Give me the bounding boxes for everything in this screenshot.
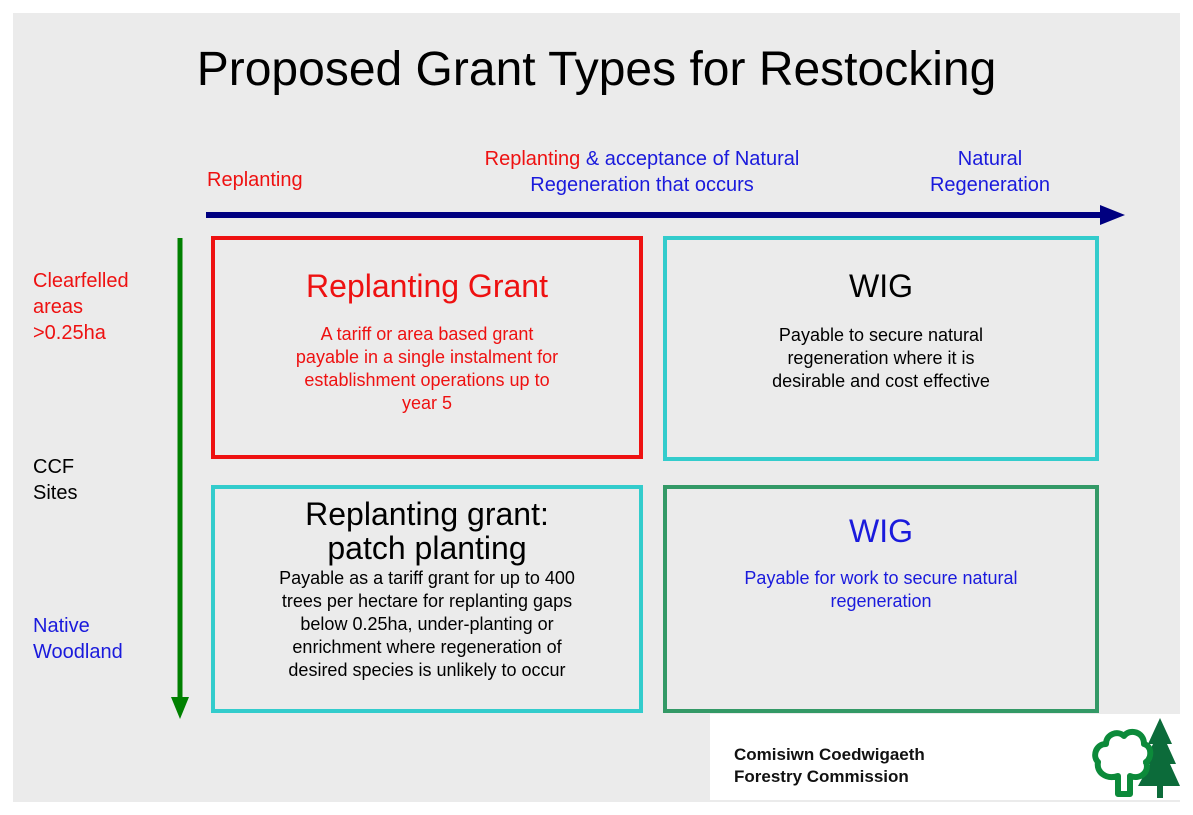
axis-label-mixed-line2: Regeneration that occurs bbox=[530, 174, 754, 196]
row-label-ccf-line2: Sites bbox=[33, 482, 78, 504]
wig-top-text-line3: desirable and cost effective bbox=[772, 371, 990, 391]
axis-label-natural: Natural Regeneration bbox=[900, 146, 1080, 198]
row-label-clearfelled-line3: >0.25ha bbox=[33, 322, 106, 344]
horizontal-arrow-icon bbox=[206, 205, 1125, 225]
replanting-grant-text-line4: year 5 bbox=[401, 393, 453, 413]
patch-planting-title: Replanting grant: patch planting bbox=[215, 497, 639, 565]
patch-planting-box: Replanting grant: patch planting Payable… bbox=[211, 485, 643, 713]
slide-background bbox=[13, 13, 1180, 802]
wig-top-box: WIG Payable to secure natural regenerati… bbox=[663, 236, 1099, 461]
forestry-commission-logo: Comisiwn Coedwigaeth Forestry Commission bbox=[710, 714, 1190, 800]
wig-bottom-text-line2: regeneration bbox=[830, 591, 932, 611]
replanting-grant-text-line3: establishment operations up to bbox=[304, 370, 550, 390]
tree-logo-icon bbox=[1092, 718, 1180, 798]
row-label-native-line1: Native bbox=[33, 615, 90, 637]
wig-top-title: WIG bbox=[849, 268, 913, 304]
row-label-ccf-line1: CCF bbox=[33, 456, 75, 478]
vertical-arrow-icon bbox=[171, 238, 189, 719]
row-label-clearfelled: Clearfelled areas >0.25ha bbox=[33, 268, 129, 346]
patch-planting-text-line3: below 0.25ha, under-planting or bbox=[300, 614, 554, 634]
wig-bottom-text: Payable for work to secure natural regen… bbox=[667, 567, 1095, 613]
logo-text: Comisiwn Coedwigaeth Forestry Commission bbox=[734, 744, 925, 788]
row-label-clearfelled-line1: Clearfelled bbox=[33, 270, 129, 292]
logo-text-welsh: Comisiwn Coedwigaeth bbox=[734, 745, 925, 764]
row-label-native: Native Woodland bbox=[33, 613, 123, 665]
axis-label-mixed-blue: & acceptance of Natural bbox=[580, 148, 800, 170]
wig-top-text: Payable to secure natural regeneration w… bbox=[667, 324, 1095, 393]
page-title: Proposed Grant Types for Restocking bbox=[196, 43, 997, 96]
wig-bottom-text-line1: Payable for work to secure natural bbox=[744, 568, 1018, 588]
wig-top-text-line2: regeneration where it is bbox=[787, 348, 975, 368]
wig-bottom-title: WIG bbox=[849, 513, 913, 549]
patch-planting-text-line5: desired species is unlikely to occur bbox=[288, 660, 566, 680]
patch-planting-text-line2: trees per hectare for replanting gaps bbox=[281, 591, 573, 611]
replanting-grant-text-line2: payable in a single instalment for bbox=[295, 347, 559, 367]
row-label-ccf: CCF Sites bbox=[33, 454, 77, 506]
logo-text-english: Forestry Commission bbox=[734, 767, 909, 786]
axis-label-mixed-line1: Replanting & acceptance of Natural bbox=[432, 146, 852, 172]
row-label-native-line2: Woodland bbox=[33, 641, 123, 663]
replanting-grant-text-line1: A tariff or area based grant bbox=[320, 324, 534, 344]
row-label-clearfelled-line2: areas bbox=[33, 296, 84, 318]
axis-label-natural-line2: Regeneration bbox=[929, 174, 1051, 196]
patch-planting-title-line1: Replanting grant: bbox=[305, 496, 549, 532]
patch-planting-text-line4: enrichment where regeneration of bbox=[292, 637, 562, 657]
axis-label-natural-line1: Natural bbox=[957, 148, 1023, 170]
axis-label-mixed: Replanting & acceptance of Natural Regen… bbox=[432, 146, 852, 198]
patch-planting-text: Payable as a tariff grant for up to 400 … bbox=[215, 567, 639, 682]
replanting-grant-text: A tariff or area based grant payable in … bbox=[215, 323, 639, 415]
replanting-grant-box: Replanting Grant A tariff or area based … bbox=[211, 236, 643, 459]
wig-top-text-line1: Payable to secure natural bbox=[778, 325, 984, 345]
replanting-grant-title: Replanting Grant bbox=[306, 268, 548, 304]
axis-label-replanting: Replanting bbox=[207, 169, 303, 191]
wig-bottom-box: WIG Payable for work to secure natural r… bbox=[663, 485, 1099, 713]
axis-label-mixed-red: Replanting bbox=[484, 148, 581, 170]
patch-planting-title-line2: patch planting bbox=[327, 530, 527, 566]
patch-planting-text-line1: Payable as a tariff grant for up to 400 bbox=[279, 568, 575, 588]
